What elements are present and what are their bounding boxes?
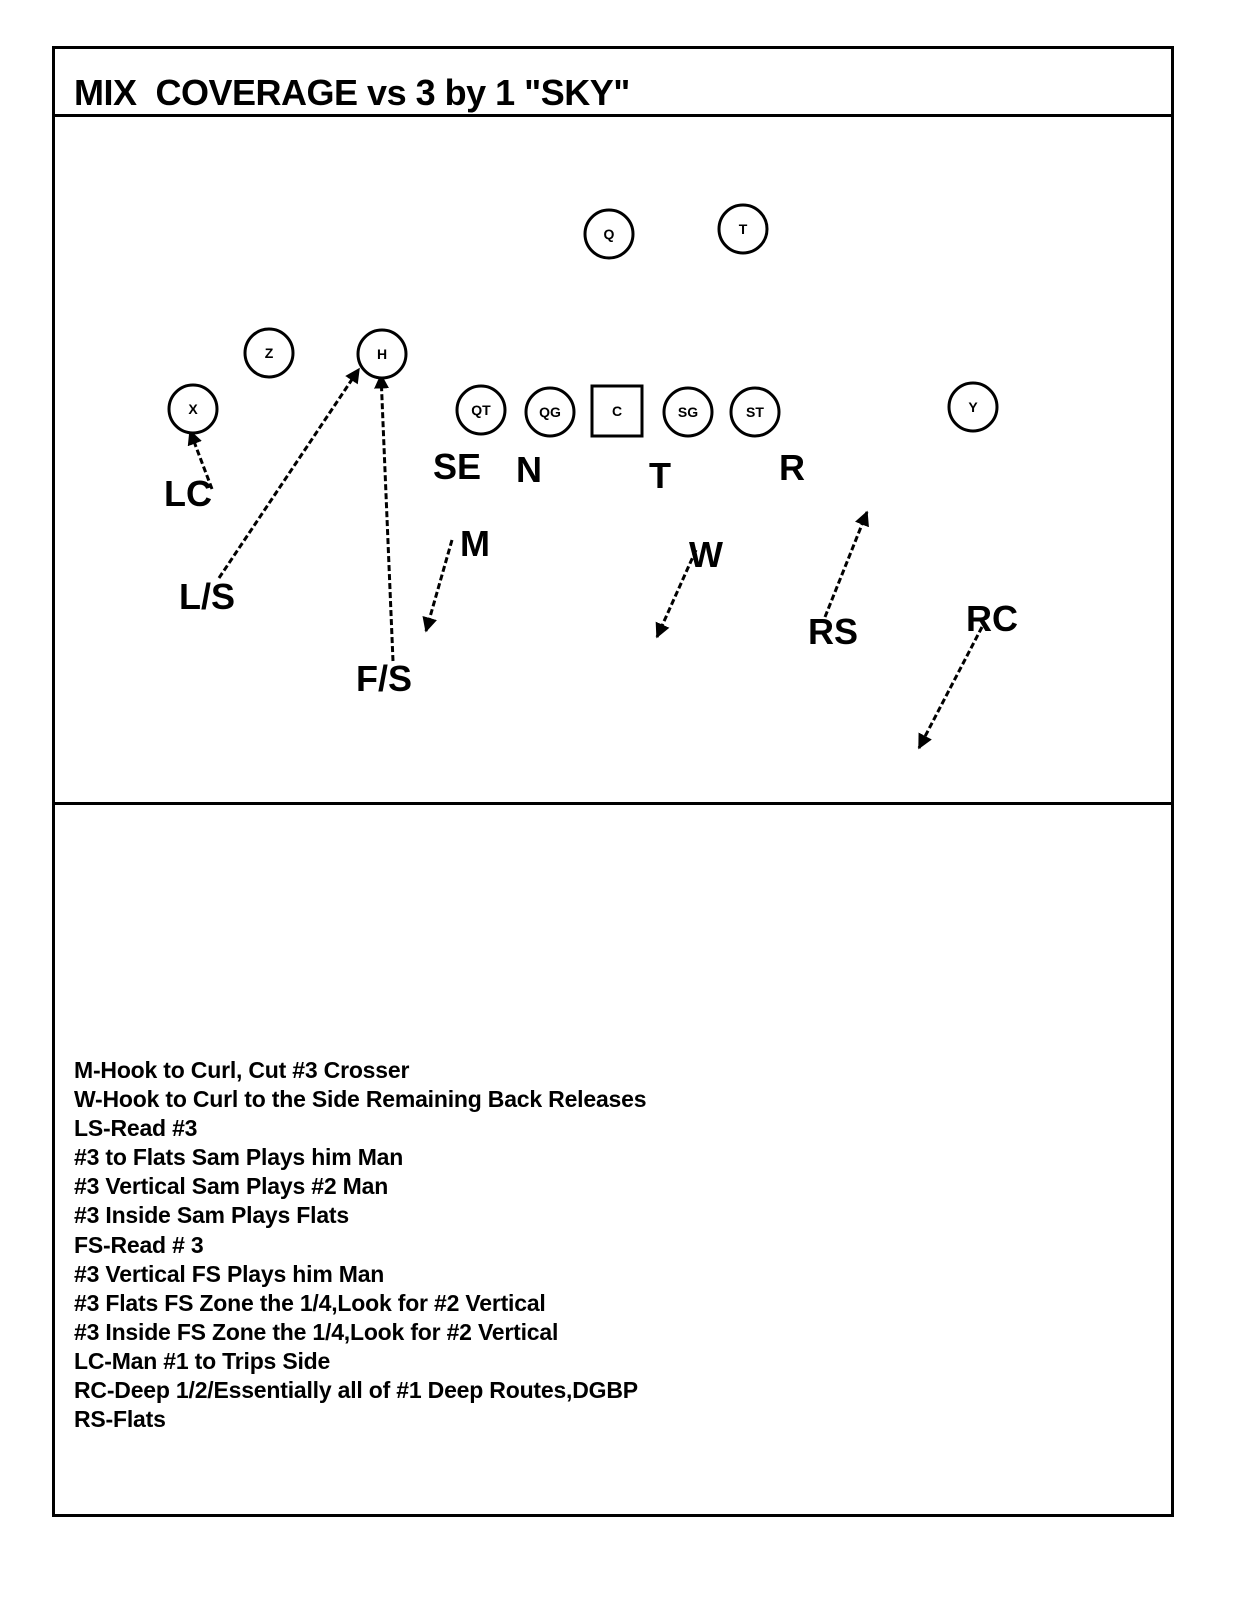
- defender-rc: RC: [966, 598, 1018, 639]
- player-circle-icon: [729, 386, 781, 438]
- defender-r: R: [779, 447, 805, 488]
- offense-player-h: H: [356, 328, 408, 380]
- player-label: Q: [604, 226, 615, 242]
- coverage-note: #3 Vertical Sam Plays #2 Man: [74, 1173, 389, 1200]
- coverage-note: #3 Flats FS Zone the 1/4,Look for #2 Ver…: [74, 1289, 546, 1316]
- defender-ls: L/S: [179, 576, 235, 617]
- defender-w: W: [689, 534, 723, 575]
- player-circle-icon: [717, 203, 769, 255]
- player-label: T: [739, 221, 748, 237]
- offense-player-t: T: [717, 203, 769, 255]
- w-route-arrow: [655, 549, 698, 639]
- offense-player-qt: QT: [455, 384, 507, 436]
- fs-route-arrow: [374, 373, 395, 662]
- title-bar: MIX COVERAGE vs 3 by 1 "SKY": [55, 49, 1171, 117]
- player-label: QG: [539, 404, 561, 420]
- coverage-note: RS-Flats: [74, 1406, 166, 1433]
- defensive-players: LC SE N T R M W L/S RS RC F/S: [164, 446, 1018, 699]
- player-circle-icon: [524, 386, 576, 438]
- coverage-routes: [187, 367, 984, 750]
- m-route-arrow: [422, 539, 454, 633]
- offense-player-x: X: [167, 383, 219, 435]
- offense-player-st: ST: [729, 386, 781, 438]
- defender-rs: RS: [808, 611, 858, 652]
- player-label: QT: [471, 402, 491, 418]
- player-circle-icon: [455, 384, 507, 436]
- offense-player-y: Y: [947, 381, 999, 433]
- defender-fs: F/S: [356, 658, 412, 699]
- offense-player-sg: SG: [662, 386, 714, 438]
- coverage-note: #3 to Flats Sam Plays him Man: [74, 1144, 404, 1171]
- player-circle-icon: [167, 383, 219, 435]
- player-circle-icon: [356, 328, 408, 380]
- offense-player-z: Z: [243, 327, 295, 379]
- coverage-note: #3 Inside Sam Plays Flats: [74, 1202, 349, 1229]
- player-circle-icon: [662, 386, 714, 438]
- player-circle-icon: [947, 381, 999, 433]
- player-label: X: [188, 401, 198, 417]
- page-title: MIX COVERAGE vs 3 by 1 "SKY": [74, 72, 630, 113]
- coverage-note: RC-Deep 1/2/Essentially all of #1 Deep R…: [74, 1377, 638, 1404]
- defender-se: SE: [433, 446, 481, 487]
- center-square-icon: [590, 384, 644, 438]
- player-label: Y: [968, 399, 978, 415]
- offense-player-qg: QG: [524, 386, 576, 438]
- player-circle-icon: [243, 327, 295, 379]
- ls-route-arrow: [217, 367, 361, 579]
- defender-n: N: [516, 449, 542, 490]
- coverage-note: M-Hook to Curl, Cut #3 Crosser: [74, 1057, 410, 1083]
- player-label: H: [377, 346, 387, 362]
- player-label: Z: [265, 345, 274, 361]
- rc-route-arrow: [917, 626, 984, 750]
- coverage-note: LS-Read #3: [74, 1115, 198, 1142]
- coverage-note: #3 Inside FS Zone the 1/4,Look for #2 Ve…: [74, 1318, 559, 1345]
- rs-route-arrow: [823, 510, 869, 618]
- player-label: ST: [746, 404, 764, 420]
- defender-m: M: [460, 523, 490, 564]
- player-circle-icon: [583, 208, 635, 260]
- defender-lc: LC: [164, 473, 212, 514]
- offense-player-q: Q: [583, 208, 635, 260]
- defender-tk: T: [649, 455, 671, 496]
- coverage-note: LC-Man #1 to Trips Side: [74, 1347, 331, 1374]
- lc-route-arrow: [187, 429, 214, 490]
- coverage-note: #3 Vertical FS Plays him Man: [74, 1260, 385, 1287]
- offense-player-c: C: [590, 384, 644, 438]
- coverage-note: FS-Read # 3: [74, 1231, 204, 1258]
- player-label: C: [612, 403, 622, 419]
- player-label: SG: [678, 404, 698, 420]
- coverage-note: W-Hook to Curl to the Side Remaining Bac…: [74, 1086, 647, 1113]
